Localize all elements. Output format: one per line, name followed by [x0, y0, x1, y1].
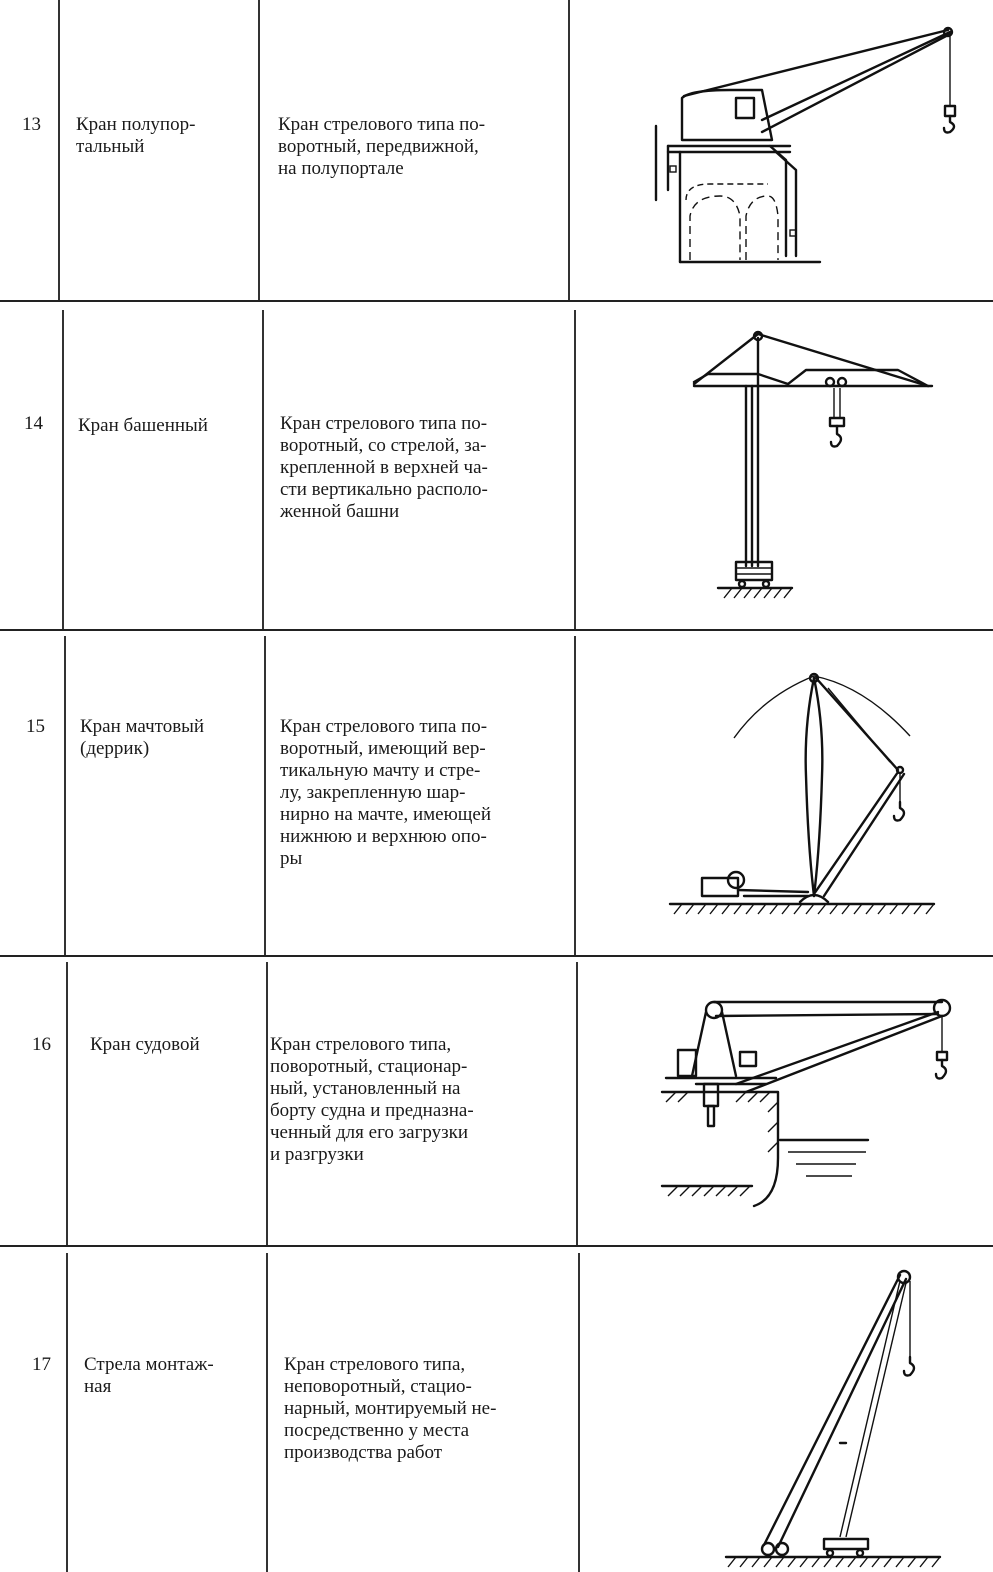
- crane-name: Кран башенный: [78, 415, 208, 436]
- column-divider: [262, 310, 264, 629]
- column-divider: [258, 0, 260, 300]
- row-number: 13: [22, 114, 41, 135]
- column-divider: [64, 636, 66, 955]
- crane-name: Кран судовой: [90, 1034, 200, 1055]
- row-divider: [0, 629, 993, 631]
- table-row: 15 Кран мачтовый (деррик) Кран стреловог…: [0, 636, 993, 955]
- tower-crane-icon: [688, 328, 948, 608]
- column-divider: [58, 0, 60, 300]
- table-row: 16 Кран судовой Кран стрелового типа, по…: [0, 962, 993, 1245]
- column-divider: [264, 636, 266, 955]
- row-number: 17: [32, 1354, 51, 1375]
- semi-portal-crane-icon: [650, 20, 980, 280]
- assembly-boom-icon: [720, 1267, 960, 1568]
- crane-name: Кран мачтовый (деррик): [80, 716, 205, 759]
- row-divider: [0, 300, 993, 302]
- column-divider: [568, 0, 570, 300]
- row-number: 16: [32, 1034, 51, 1055]
- crane-description: Кран стрелового типа по- воротный, со ст…: [280, 413, 488, 522]
- column-divider: [66, 1253, 68, 1572]
- table-row: 13 Кран полупор- тальный Кран стрелового…: [0, 0, 993, 300]
- column-divider: [576, 962, 578, 1245]
- column-divider: [266, 1253, 268, 1572]
- table-row: 14 Кран башенный Кран стрелового типа по…: [0, 310, 993, 629]
- ship-crane-icon: [656, 992, 986, 1242]
- column-divider: [66, 962, 68, 1245]
- column-divider: [574, 310, 576, 629]
- crane-name: Кран полупор- тальный: [76, 114, 196, 157]
- crane-name: Стрела монтаж- ная: [84, 1354, 214, 1397]
- crane-description: Кран стрелового типа по- воротный, имеющ…: [280, 716, 492, 869]
- column-divider: [578, 1253, 580, 1572]
- crane-description: Кран стрелового типа по- воротный, перед…: [278, 114, 486, 179]
- row-divider: [0, 955, 993, 957]
- column-divider: [62, 310, 64, 629]
- row-divider: [0, 1245, 993, 1247]
- crane-description: Кран стрелового типа, неповоротный, стац…: [284, 1354, 497, 1463]
- table-row: 17 Стрела монтаж- ная Кран стрелового ти…: [0, 1253, 993, 1572]
- column-divider: [266, 962, 268, 1245]
- row-number: 14: [24, 413, 43, 434]
- crane-description: Кран стрелового типа, поворотный, стацио…: [270, 1034, 474, 1165]
- column-divider: [574, 636, 576, 955]
- row-number: 15: [26, 716, 45, 737]
- derrick-crane-icon: [664, 666, 954, 926]
